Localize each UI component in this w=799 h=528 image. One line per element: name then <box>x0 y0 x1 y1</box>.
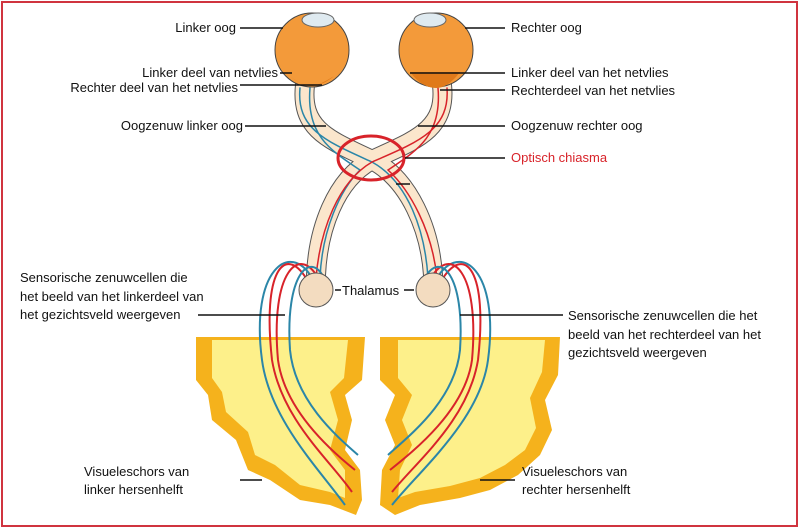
left-eye <box>274 12 350 88</box>
label-sensory-left-3: het gezichtsveld weergeven <box>20 307 181 322</box>
label-visual-cortex-left-2: linker hersenhelft <box>84 482 183 497</box>
label-right-retina-right-part: Rechterdeel van het netvlies <box>511 83 676 98</box>
brain-left-hemisphere <box>196 337 365 515</box>
optic-chiasm-highlight <box>336 134 406 182</box>
label-sensory-left-2: het beeld van het linkerdeel van <box>20 289 204 304</box>
sensory-fibers-right <box>387 260 492 506</box>
optic-nerves <box>294 75 453 285</box>
thalamus-right <box>415 272 451 308</box>
label-thalamus: Thalamus <box>342 283 400 298</box>
label-left-eye: Linker oog <box>175 20 236 35</box>
label-left-retina-left-part: Linker deel van netvlies <box>142 65 278 80</box>
label-right-retina-left-part: Linker deel van het netvlies <box>511 65 669 80</box>
thalamus-left <box>298 272 334 308</box>
label-visual-cortex-right-2: rechter hersenhelft <box>522 482 631 497</box>
label-sensory-right-1: Sensorische zenuwcellen die het <box>568 308 758 323</box>
leader-lines <box>198 27 563 481</box>
right-eye <box>398 12 474 88</box>
label-left-retina-right-part: Rechter deel van het netvlies <box>70 80 238 95</box>
label-sensory-right-3: gezichtsveld weergeven <box>568 345 707 360</box>
label-sensory-left-1: Sensorische zenuwcellen die <box>20 270 188 285</box>
label-optic-nerve-right: Oogzenuw rechter oog <box>511 118 643 133</box>
label-optic-nerve-left: Oogzenuw linker oog <box>120 118 243 133</box>
label-visual-cortex-left-1: Visueleschors van <box>84 464 190 479</box>
label-sensory-right-2: beeld van het rechterdeel van het <box>568 327 761 342</box>
label-visual-cortex-right-1: Visueleschors van <box>522 464 628 479</box>
label-optic-chiasm: Optisch chiasma <box>511 150 608 165</box>
brain-right-hemisphere <box>380 337 560 515</box>
label-right-eye: Rechter oog <box>511 20 582 35</box>
sensory-fibers-left <box>258 260 359 506</box>
